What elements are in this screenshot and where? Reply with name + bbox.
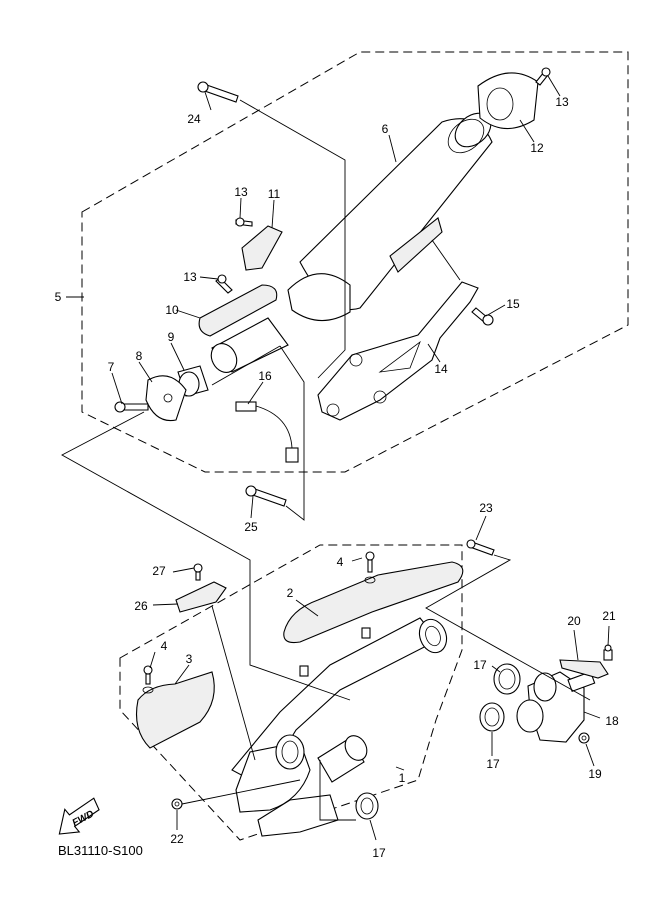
nut-19 [578, 732, 590, 744]
exhaust-pipe-boundary [119, 544, 463, 841]
connector-pipe [210, 317, 289, 373]
gasket-17-a [493, 663, 521, 695]
bolt-27 [193, 563, 203, 581]
callout-16: 16 [258, 369, 272, 383]
bolt-25 [245, 485, 287, 507]
callout-26: 26 [134, 599, 148, 613]
joint-pipe-18 [516, 671, 596, 743]
muffler-assembly-boundary [81, 51, 629, 473]
callout-9: 9 [168, 330, 175, 344]
gasket-17-b [479, 702, 505, 732]
forward-arrow-icon: FWD [58, 797, 100, 835]
reference-line-25 [279, 345, 305, 521]
muffler-bracket [317, 281, 479, 421]
heat-protector-20 [559, 659, 609, 679]
nut-22 [171, 798, 183, 810]
bolt-13-cap [535, 67, 551, 86]
callout-15: 15 [506, 297, 520, 311]
bolt-7 [114, 401, 149, 413]
callout-3: 3 [186, 652, 193, 666]
callout-18: 18 [605, 714, 619, 728]
reference-line-7 [61, 411, 351, 701]
reference-line-23 [425, 554, 591, 701]
bolt-21 [603, 644, 613, 661]
callout-1: 1 [399, 771, 406, 785]
callout-4-lower: 4 [161, 639, 168, 653]
callout-17-bottom: 17 [372, 846, 386, 860]
callout-14: 14 [434, 362, 448, 376]
exhaust-pipe [231, 617, 448, 837]
reference-line-sensor [211, 345, 281, 386]
gasket-17-c [355, 792, 379, 820]
callout-17-lower: 17 [486, 757, 500, 771]
callout-10: 10 [165, 303, 179, 317]
callout-13-cap: 13 [555, 95, 569, 109]
callout-11: 11 [268, 187, 281, 201]
bolt-13-mid [215, 274, 233, 294]
callout-25: 25 [244, 520, 258, 534]
heat-protector-2 [283, 561, 464, 644]
heat-protector-11 [241, 225, 283, 271]
reference-line-24 [239, 99, 346, 379]
heat-protector-3 [135, 671, 215, 749]
heat-protector-10 [198, 284, 278, 337]
bolt-4-upper [364, 551, 376, 584]
sensor-16 [235, 401, 299, 463]
heat-protector-26 [175, 581, 227, 613]
callout-6: 6 [382, 122, 389, 136]
callout-8: 8 [136, 349, 143, 363]
callout-22: 22 [170, 832, 184, 846]
bolt-15 [471, 307, 494, 326]
reference-line-bracket [431, 239, 461, 281]
callout-5: 5 [55, 290, 62, 304]
bolt-23 [466, 539, 495, 556]
callout-23: 23 [479, 501, 493, 515]
clamp-8 [145, 375, 187, 422]
callout-27: 27 [152, 564, 166, 578]
callout-13-mid: 13 [183, 270, 197, 284]
callout-21: 21 [602, 609, 616, 623]
callout-20: 20 [567, 614, 581, 628]
callout-19: 19 [588, 767, 602, 781]
callout-24: 24 [187, 112, 201, 126]
callout-4-upper: 4 [337, 555, 344, 569]
catalog-code: BL31110-S100 [58, 843, 143, 858]
callout-7: 7 [108, 360, 115, 374]
callout-2: 2 [287, 586, 294, 600]
reference-line-26 [211, 605, 256, 761]
bolt-13-top [235, 217, 253, 227]
reference-line-17c [319, 760, 356, 821]
reference-line-22 [181, 779, 301, 805]
callout-13-top: 13 [234, 185, 248, 199]
bolt-24 [197, 81, 239, 103]
callout-17-upper: 17 [473, 658, 487, 672]
callout-12: 12 [530, 141, 544, 155]
leader-lines [66, 75, 610, 841]
muffler-end-cap [477, 72, 539, 130]
